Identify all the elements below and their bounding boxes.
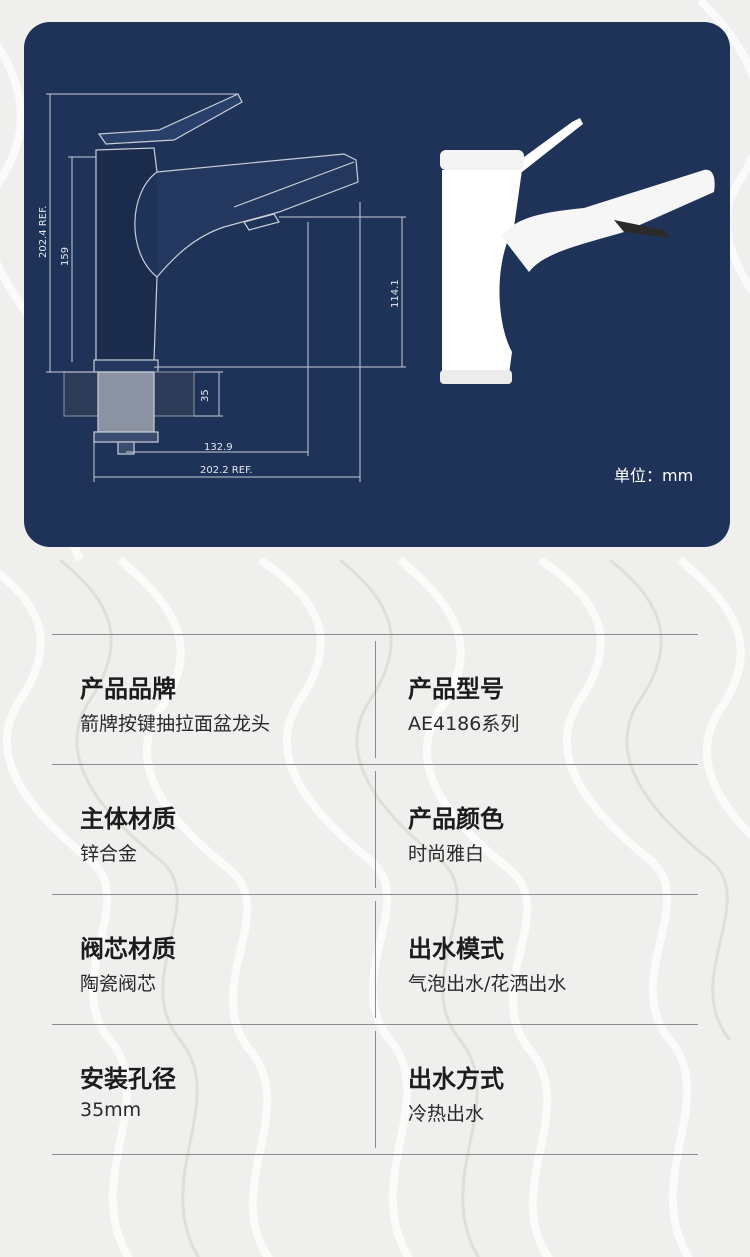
spec-cell: 产品型号 AE4186系列 xyxy=(376,635,676,764)
spec-label: 安装孔径 xyxy=(80,1065,176,1093)
column-divider xyxy=(375,901,376,1018)
spec-label: 产品颜色 xyxy=(408,805,504,833)
spec-row: 主体材质 锌合金 产品颜色 时尚雅白 xyxy=(52,764,698,894)
dim-body-height: 159 xyxy=(60,246,71,266)
technical-drawing-panel: 202.4 REF. 159 114.1 35 132.9 202.2 REF.… xyxy=(24,22,730,547)
spec-value: 冷热出水 xyxy=(408,1103,485,1125)
column-divider xyxy=(375,771,376,888)
spec-label: 出水模式 xyxy=(408,935,504,963)
spec-label: 阀芯材质 xyxy=(80,935,176,963)
faucet-dimension-drawing xyxy=(46,93,715,482)
spec-row: 产品品牌 箭牌按键抽拉面盆龙头 产品型号 AE4186系列 xyxy=(52,634,698,764)
spec-value: 气泡出水/花洒出水 xyxy=(408,973,567,995)
spec-cell: 安装孔径 35mm xyxy=(52,1025,352,1154)
dim-total-width: 202.2 REF. xyxy=(200,465,253,476)
spec-label: 产品品牌 xyxy=(80,675,176,703)
spec-cell: 出水模式 气泡出水/花洒出水 xyxy=(376,895,676,1024)
spec-label: 产品型号 xyxy=(408,675,504,703)
dim-spout-height: 114.1 xyxy=(390,279,401,308)
spec-cell: 产品品牌 箭牌按键抽拉面盆龙头 xyxy=(52,635,352,764)
spec-label: 主体材质 xyxy=(80,805,176,833)
spec-value: 锌合金 xyxy=(80,843,138,865)
spec-table: 产品品牌 箭牌按键抽拉面盆龙头 产品型号 AE4186系列 主体材质 锌合金 产… xyxy=(52,634,698,1155)
white-faucet-image xyxy=(440,118,715,384)
dim-total-height: 202.4 REF. xyxy=(38,205,49,258)
spec-cell: 出水方式 冷热出水 xyxy=(376,1025,676,1154)
spec-value: 时尚雅白 xyxy=(408,843,485,865)
spec-value: 箭牌按键抽拉面盆龙头 xyxy=(80,713,271,735)
dim-thread-length: 35 xyxy=(200,389,211,402)
column-divider xyxy=(375,641,376,758)
spec-row: 安装孔径 35mm 出水方式 冷热出水 xyxy=(52,1024,698,1155)
spec-value: 35mm xyxy=(80,1099,142,1121)
dim-spout-reach: 132.9 xyxy=(204,442,233,453)
spec-row: 阀芯材质 陶瓷阀芯 出水模式 气泡出水/花洒出水 xyxy=(52,894,698,1024)
spec-cell: 主体材质 锌合金 xyxy=(52,765,352,894)
spec-cell: 产品颜色 时尚雅白 xyxy=(376,765,676,894)
column-divider xyxy=(375,1031,376,1148)
unit-label: 单位：mm xyxy=(614,466,694,485)
spec-label: 出水方式 xyxy=(408,1065,504,1093)
spec-value: AE4186系列 xyxy=(408,713,520,735)
spec-cell: 阀芯材质 陶瓷阀芯 xyxy=(52,895,352,1024)
spec-value: 陶瓷阀芯 xyxy=(80,973,157,995)
